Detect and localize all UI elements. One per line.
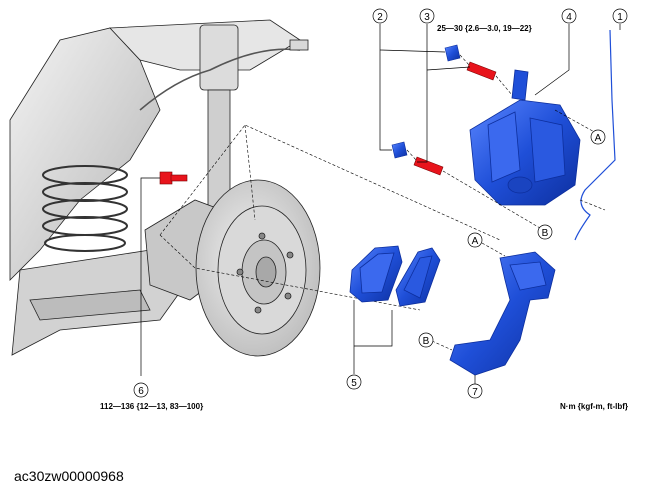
brake-pads (349, 245, 441, 307)
svg-text:5: 5 (351, 378, 357, 389)
callout-2: 2 (372, 8, 388, 24)
shock-absorber-upper (199, 24, 239, 91)
callout-leaders (140, 24, 621, 385)
svg-text:B: B (542, 228, 549, 239)
torque-spec-caliper-bolts: 25—30 {2.6—3.0, 19—22} (437, 24, 532, 33)
upper-dashed-lines (406, 54, 606, 229)
brake-hose (139, 48, 301, 111)
figure-code: ac30zw00000968 (14, 468, 124, 484)
callout-4: 4 (561, 8, 577, 24)
marker-b-bracket: B (418, 332, 434, 348)
callout-3: 3 (419, 8, 435, 24)
torque-spec-bracket-bolt: 112—136 {12—13, 83—100} (100, 402, 203, 411)
svg-text:4: 4 (566, 12, 572, 23)
caliper-bracket-bolt (159, 171, 188, 185)
torque-unit-note: N·m {kgf-m, ft-lbf} (560, 402, 628, 411)
svg-text:A: A (472, 236, 479, 247)
body-frame (9, 27, 161, 281)
marker-b-caliper: B (537, 224, 553, 240)
marker-a-caliper: A (590, 129, 606, 145)
caliper-bracket (449, 251, 556, 376)
callout-6: 6 (133, 382, 149, 398)
projection-lines (159, 124, 501, 311)
callout-5: 5 (346, 374, 362, 390)
coil-spring (42, 165, 128, 252)
callout-1: 1 (612, 8, 628, 24)
svg-text:A: A (595, 133, 602, 144)
bleeder-caps (391, 44, 461, 159)
svg-text:7: 7 (472, 387, 478, 398)
svg-text:3: 3 (424, 12, 430, 23)
svg-text:6: 6 (138, 386, 144, 397)
callout-7: 7 (467, 383, 483, 399)
suspension-assembly (9, 19, 321, 357)
marker-a-bracket: A (467, 232, 483, 248)
svg-text:2: 2 (377, 12, 383, 23)
hub-bolts (236, 232, 294, 314)
svg-text:B: B (423, 336, 430, 347)
bracket-dashed-lines (431, 242, 506, 351)
svg-text:1: 1 (617, 12, 623, 23)
brake-caliper (469, 69, 581, 206)
